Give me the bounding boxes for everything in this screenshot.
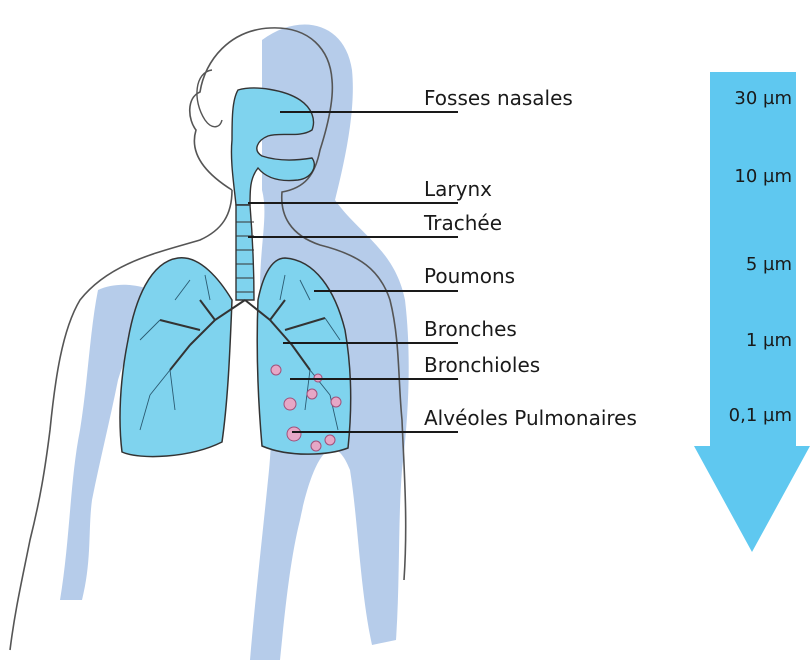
label-poumons: Poumons (424, 264, 515, 288)
size-1um: 1 µm (702, 330, 792, 352)
trachea (236, 205, 254, 300)
size-30um: 30 µm (702, 88, 792, 110)
label-bronches: Bronches (424, 317, 517, 341)
size-0-1um: 0,1 µm (702, 405, 792, 427)
size-5um: 5 µm (702, 254, 792, 276)
label-trachee: Trachée (424, 211, 502, 235)
particle-size-arrow (694, 72, 810, 552)
label-larynx: Larynx (424, 177, 492, 201)
label-fosses-nasales: Fosses nasales (424, 86, 573, 110)
size-10um: 10 µm (702, 166, 792, 188)
label-bronchioles: Bronchioles (424, 353, 540, 377)
ear-outline (197, 70, 222, 127)
label-alveoles: Alvéoles Pulmonaires (424, 406, 637, 430)
